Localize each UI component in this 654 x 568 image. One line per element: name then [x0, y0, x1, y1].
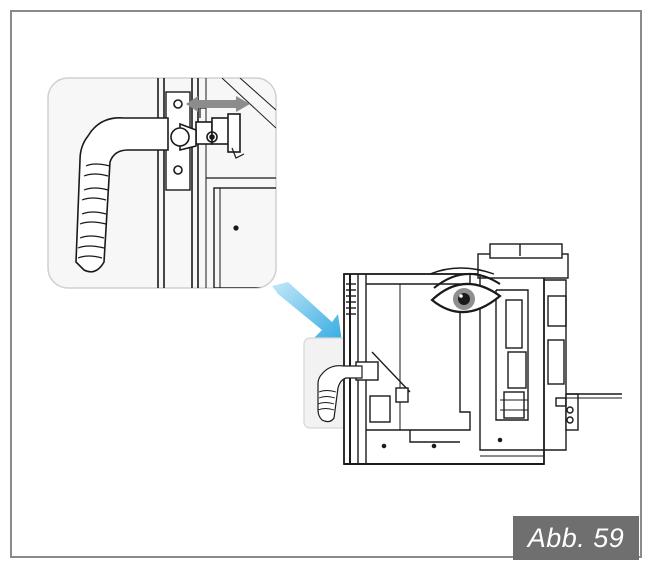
stove-handle [317, 365, 363, 423]
detail-panel [47, 77, 277, 289]
figure-label: Abb. 59 [513, 516, 639, 560]
double-headed-arrow [186, 96, 250, 112]
eye-icon [430, 272, 502, 314]
blue-pointer-arrow [272, 282, 342, 342]
handle-grip [77, 163, 111, 259]
